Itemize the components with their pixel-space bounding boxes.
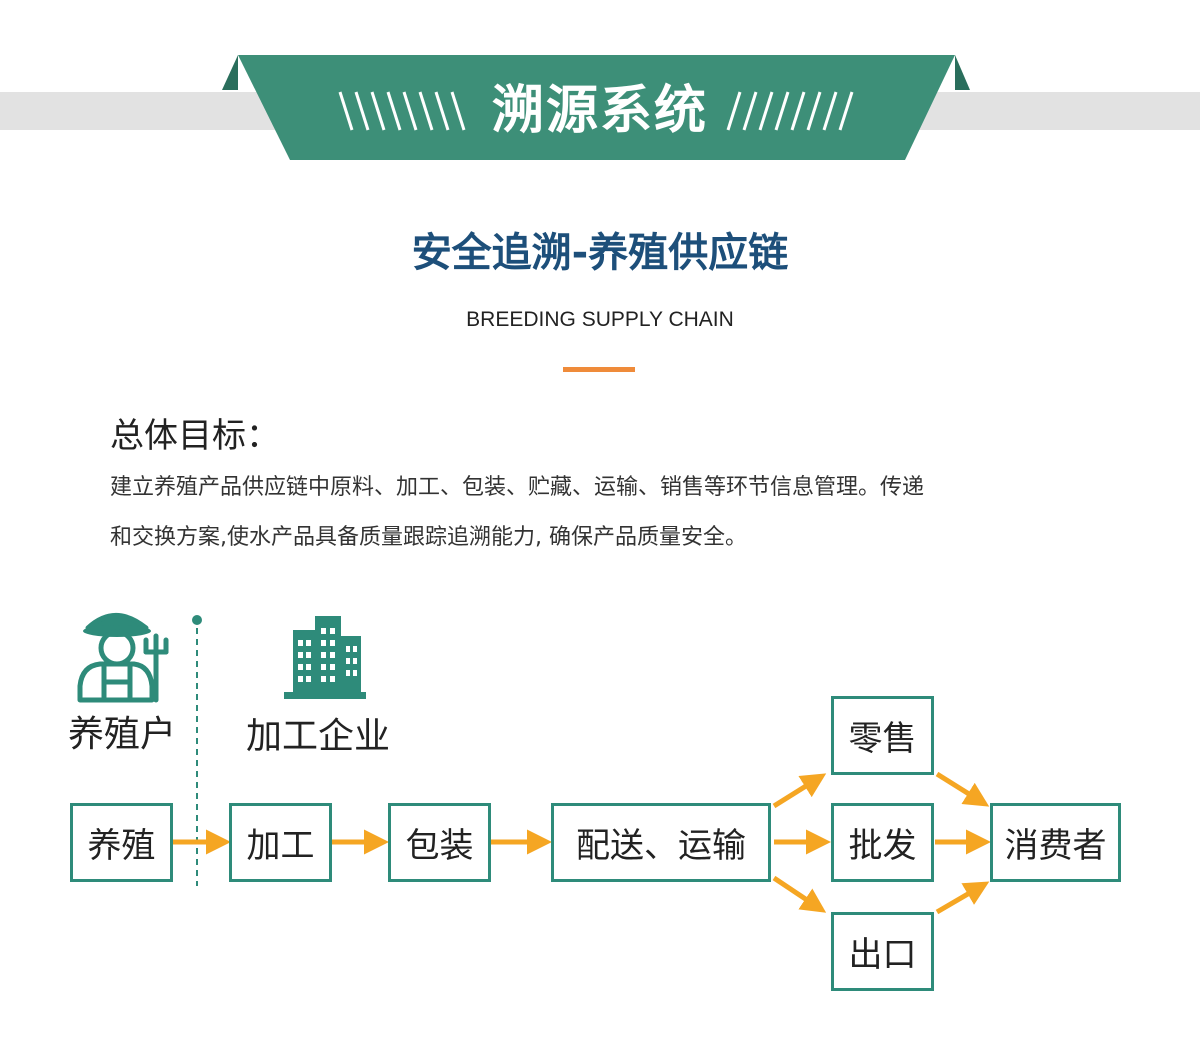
section-subtitle: 安全追溯-养殖供应链 <box>411 230 789 276</box>
title-divider <box>563 367 635 372</box>
node-retail: 零售 <box>831 696 934 775</box>
arrow-delivery-retail <box>772 773 827 809</box>
node-delivery: 配送、运输 <box>551 803 771 882</box>
farmer-icon <box>77 613 169 703</box>
banner-title: 溯源系统 <box>491 81 708 141</box>
node-wholesale: 批发 <box>831 803 934 882</box>
goal-text: 建立养殖产品供应链中原料、加工、包装、贮藏、运输、销售等环节信息管理。传递 和交… <box>110 463 1100 563</box>
node-consumer: 消费者 <box>990 803 1121 882</box>
node-packaging: 包装 <box>388 803 491 882</box>
role-divider <box>192 615 202 886</box>
arrow-delivery-export <box>772 875 827 913</box>
building-icon <box>284 616 366 699</box>
goal-text-line-2: 和交换方案,使水产品具备质量跟踪追溯能力, 确保产品质量安全。 <box>110 525 747 550</box>
goal-title: 总体目标： <box>110 416 280 456</box>
role-enterprise: 加工企业 <box>246 716 391 757</box>
section-subtitle-en: BREEDING SUPPLY CHAIN <box>466 308 734 331</box>
goal-text-line-1: 建立养殖产品供应链中原料、加工、包装、贮藏、运输、销售等环节信息管理。传递 <box>110 475 925 500</box>
arrow-export-consumer <box>935 881 990 915</box>
node-breeding: 养殖 <box>70 803 173 882</box>
node-export: 出口 <box>831 912 934 991</box>
banner-slash-stripes <box>726 91 854 131</box>
banner-backslash-stripes <box>338 91 466 131</box>
node-processing: 加工 <box>229 803 332 882</box>
arrow-retail-consumer <box>935 771 990 807</box>
title-banner <box>222 55 970 160</box>
role-farmer: 养殖户 <box>68 714 177 755</box>
